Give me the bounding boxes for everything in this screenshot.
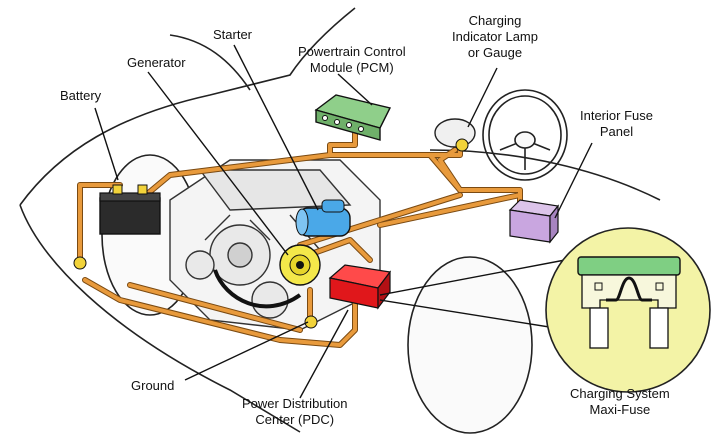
steering-wheel <box>482 89 568 181</box>
label-pcm-line1: Powertrain Control <box>298 44 406 59</box>
label-starter: Starter <box>213 27 253 42</box>
label-interior-fuse-line2: Panel <box>599 124 634 139</box>
battery <box>99 184 161 235</box>
fuse-callout-connector <box>379 259 569 331</box>
ground-terminal-left <box>73 256 87 270</box>
label-pcm-line2: Module (PCM) <box>309 60 394 75</box>
wiring-harness <box>77 127 523 348</box>
label-interior-fuse-line1: Interior Fuse <box>580 108 653 123</box>
ground-terminal-engine <box>304 315 318 329</box>
generator <box>279 244 321 286</box>
label-maxi-fuse-line2: Maxi-Fuse <box>589 402 651 417</box>
label-charging-lamp: Charging Indicator Lamp or Gauge <box>452 13 538 61</box>
label-pdc-line2: Center (PDC) <box>255 412 335 427</box>
label-interior-fuse-panel: Interior Fuse Panel <box>580 108 653 140</box>
label-maxi-fuse: Charging System Maxi-Fuse <box>570 386 670 418</box>
pcm-module <box>314 94 392 141</box>
starter-motor <box>295 199 351 237</box>
maxi-fuse-callout <box>545 227 711 393</box>
charging-indicator-gauge <box>434 118 476 152</box>
label-pdc: Power Distribution Center (PDC) <box>242 396 348 428</box>
leader-lines <box>94 44 593 399</box>
label-charging-lamp-line2: Indicator Lamp <box>452 29 538 44</box>
pdc-box <box>328 264 392 310</box>
interior-fuse-panel <box>508 199 560 244</box>
label-generator: Generator <box>127 55 186 70</box>
label-pdc-line1: Power Distribution <box>242 396 348 411</box>
label-charging-lamp-line3: or Gauge <box>467 45 523 60</box>
label-ground: Ground <box>131 378 175 393</box>
label-pcm: Powertrain Control Module (PCM) <box>298 44 406 76</box>
label-maxi-fuse-line1: Charging System <box>570 386 670 401</box>
front-wheel <box>407 256 533 434</box>
label-battery: Battery <box>60 88 102 103</box>
label-charging-lamp-line1: Charging <box>468 13 522 28</box>
